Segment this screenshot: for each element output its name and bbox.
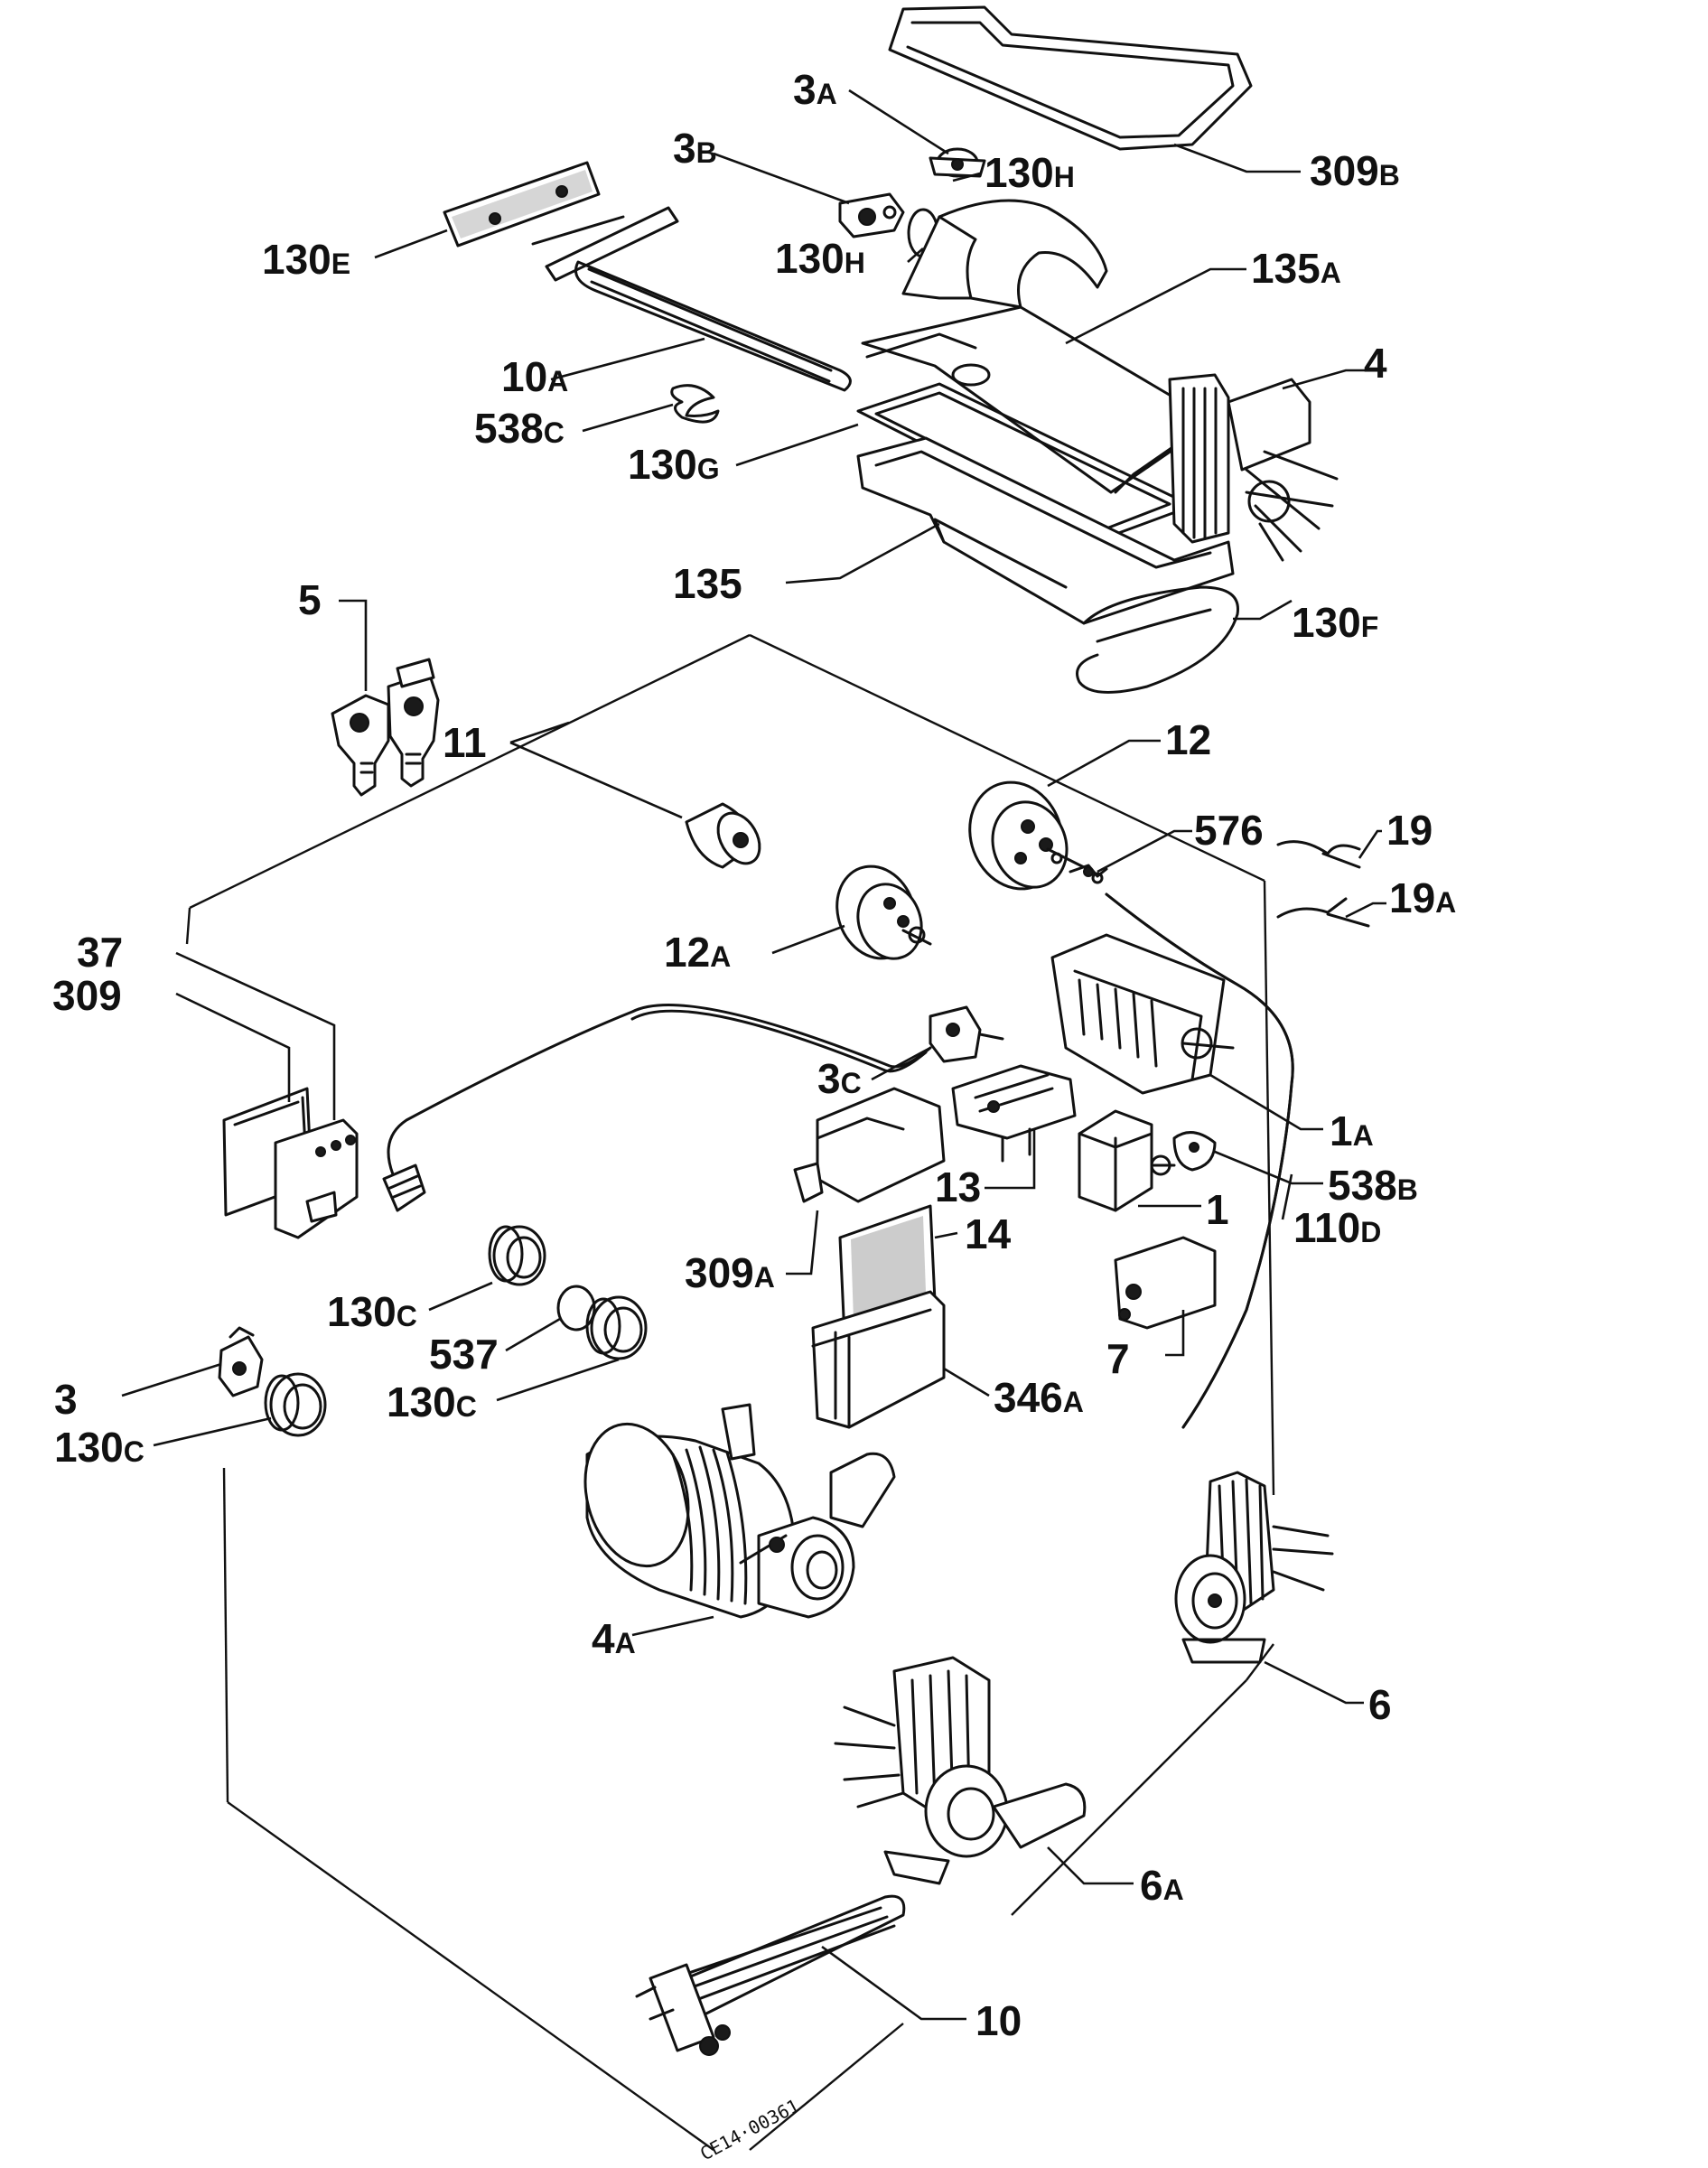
label-6a: 6A xyxy=(1140,1862,1184,1909)
part-capillary-gland xyxy=(382,1163,426,1212)
label-5: 5 xyxy=(298,576,322,623)
part-130e-plate xyxy=(443,161,601,248)
cabinet-frame xyxy=(185,633,1275,2151)
label-1a: 1A xyxy=(1330,1107,1374,1154)
part-12-switch xyxy=(968,780,1094,891)
part-130f-gasket xyxy=(1076,585,1239,694)
label-6: 6 xyxy=(1368,1681,1392,1728)
part-135-base xyxy=(856,436,1235,625)
leader-lines xyxy=(121,89,1386,2021)
label-3b: 3B xyxy=(673,125,717,172)
label-130h-top: 130H xyxy=(985,149,1075,196)
label-135a: 135A xyxy=(1251,245,1341,292)
label-130c-a: 130C xyxy=(327,1288,417,1335)
part-3-thermostat xyxy=(218,1326,264,1397)
label-130f: 130F xyxy=(1292,599,1378,646)
part-5-double-valve xyxy=(331,658,440,797)
label-11: 11 xyxy=(443,719,487,766)
label-130e: 130E xyxy=(262,236,350,283)
label-4: 4 xyxy=(1364,340,1387,387)
part-6-drain-pump xyxy=(1174,1471,1334,1664)
label-309: 309 xyxy=(52,972,122,1019)
part-135a-duct xyxy=(861,199,1199,494)
label-4a: 4A xyxy=(592,1615,636,1662)
label-538b: 538B xyxy=(1328,1162,1418,1209)
part-537-disc xyxy=(556,1285,596,1332)
label-10a: 10A xyxy=(501,353,568,400)
label-19: 19 xyxy=(1386,807,1433,854)
part-130c-bushing-a xyxy=(488,1225,546,1286)
label-309b: 309B xyxy=(1310,147,1400,194)
label-13: 13 xyxy=(935,1163,981,1210)
part-309b-lid xyxy=(888,5,1253,151)
label-12a: 12A xyxy=(664,929,731,976)
part-4a-motor xyxy=(583,1403,896,1619)
label-19a: 19A xyxy=(1389,874,1456,921)
label-135: 135 xyxy=(673,560,742,607)
part-538c-clip xyxy=(670,384,720,424)
part-346a-box xyxy=(811,1290,946,1429)
label-309a: 309A xyxy=(685,1249,775,1296)
part-10-heater xyxy=(635,1894,906,2056)
part-576-spring xyxy=(1069,864,1108,884)
label-3c: 3C xyxy=(817,1055,862,1102)
part-538b-clip xyxy=(1172,1131,1217,1172)
part-10a-heater xyxy=(531,206,852,392)
part-12a-switch xyxy=(835,864,932,960)
label-130c-c: 130C xyxy=(54,1424,145,1471)
part-3a-thermostat xyxy=(929,147,986,178)
part-3c-thermostat xyxy=(387,1004,1004,1176)
label-130c-b: 130C xyxy=(387,1378,477,1425)
label-10: 10 xyxy=(975,1997,1022,2044)
label-110d: 110D xyxy=(1293,1204,1381,1251)
part-19a-clip xyxy=(1276,897,1370,928)
part-7-interference-filter xyxy=(1114,1236,1217,1330)
label-14: 14 xyxy=(965,1210,1012,1257)
part-4-fan-motor xyxy=(1168,373,1339,562)
label-12: 12 xyxy=(1165,716,1211,763)
part-labels: 3A 3B 130H 130H 309B 130E 135A 10A 4 538… xyxy=(52,66,1456,2044)
part-130c-bushing-c xyxy=(264,1372,327,1437)
label-537: 537 xyxy=(429,1331,499,1378)
part-13-switch-block xyxy=(951,1064,1077,1163)
part-37-connector-block xyxy=(274,1118,359,1239)
label-130h-mid: 130H xyxy=(775,235,865,282)
label-538c: 538C xyxy=(474,405,565,452)
part-19-clip xyxy=(1276,840,1361,869)
part-3b-thermostat xyxy=(838,192,905,238)
reference-stamp: CE14·00361 xyxy=(696,2095,803,2165)
label-3: 3 xyxy=(54,1376,78,1423)
label-7: 7 xyxy=(1106,1335,1130,1382)
label-3a: 3A xyxy=(793,66,837,113)
part-1a-programmer xyxy=(1050,933,1235,1095)
label-576: 576 xyxy=(1194,807,1264,854)
part-1-selector-switch xyxy=(1078,1109,1176,1212)
label-37: 37 xyxy=(77,929,123,976)
part-309a-cover xyxy=(793,1087,946,1203)
part-11-capacitor xyxy=(685,802,761,869)
label-1: 1 xyxy=(1206,1186,1229,1233)
part-6a-circulation-pump xyxy=(834,1656,1087,1885)
label-346a: 346A xyxy=(994,1374,1084,1421)
label-130g: 130G xyxy=(628,441,720,488)
part-130c-bushing-b xyxy=(585,1295,648,1360)
